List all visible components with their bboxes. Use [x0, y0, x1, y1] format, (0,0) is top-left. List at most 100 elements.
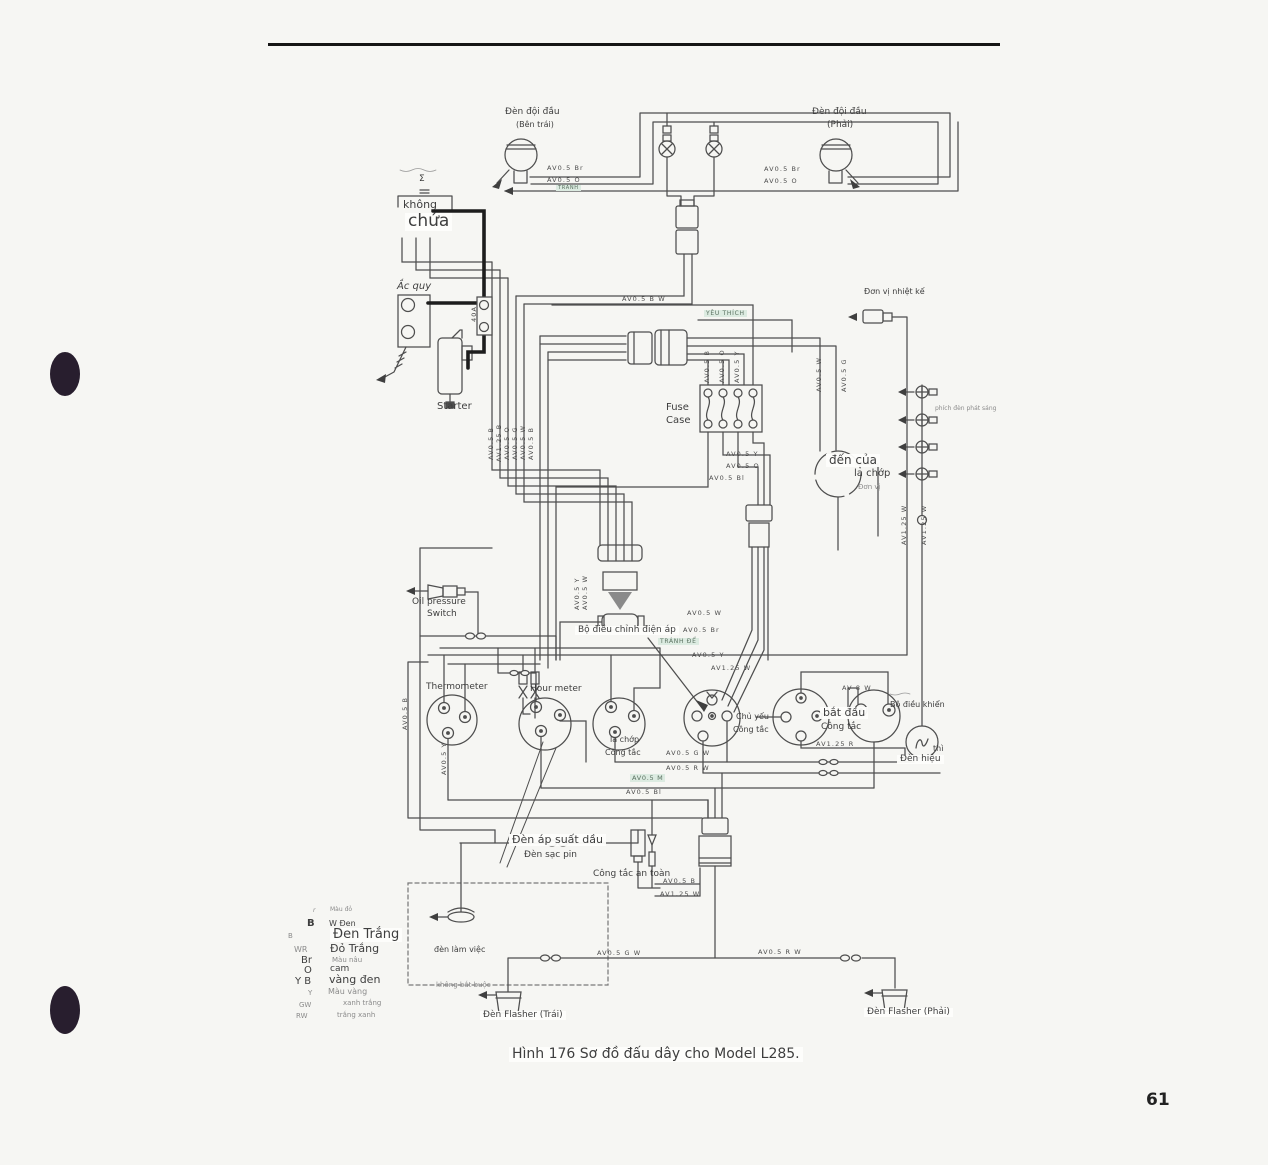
wire-label: AV0.5 O: [764, 177, 798, 185]
legend-code: B: [307, 918, 315, 929]
start-switch-line2: Công tắc: [821, 722, 862, 732]
legend-label: trắng xanh: [337, 1011, 376, 1019]
wire-label: AV0.5 G W: [666, 749, 711, 757]
top-rule: [268, 43, 1000, 46]
flasher-unit-line3: Đơn vị: [858, 483, 881, 491]
voltage-regulator-label: Bộ điều chỉnh điện áp: [575, 625, 679, 636]
legend-label: Màu nâu: [332, 956, 363, 964]
legend-label: Màu vàng: [328, 987, 368, 996]
legend-code: Y B: [295, 976, 312, 987]
wire-label: AV0.5 B: [703, 349, 711, 383]
flasher-right-label: Đèn Flasher (Phải): [864, 1007, 953, 1018]
start-switch-line1: bắt đầu: [820, 707, 869, 719]
main-switch-line2: Công tắc: [733, 725, 769, 734]
wire-label: AV0.5 Y: [733, 350, 741, 383]
legend-code: r: [313, 907, 316, 914]
wire-label: AV0.5 Bl: [626, 788, 662, 796]
scan-blob-bottom: [50, 986, 80, 1034]
main-switch-line1: Chủ yếu: [736, 712, 769, 721]
fuse-case-line2: Case: [666, 415, 691, 426]
wire-label: AV0.5 Y: [573, 577, 581, 610]
starter-label: Starter: [437, 401, 472, 412]
charge-lamp-label: Đèn sạc pin: [524, 850, 578, 860]
oil-pressure-switch-line1: Oil pressure: [412, 597, 466, 607]
wire-label: AV0.5 G: [511, 426, 519, 460]
legend-label: cam: [330, 964, 350, 974]
wire-label: AV0.5 Br: [547, 164, 584, 172]
no-charge-line2: chứa: [405, 212, 453, 231]
oil-pressure-switch-line2: Switch: [427, 609, 457, 619]
flasher-left-label: Đèn Flasher (Trái): [480, 1010, 566, 1021]
wire-label: AV0.5 Br: [764, 165, 801, 173]
wire-label: AV0.5 Y: [440, 742, 448, 775]
wire-label: AV0.5 G: [840, 358, 848, 392]
flasher-switch-line1: la chớp: [610, 735, 640, 744]
flasher-unit-line1: đến của: [826, 454, 880, 467]
wire-label: AV0.5 W: [519, 424, 527, 460]
wire-label: AV0.5 W: [815, 356, 823, 392]
wire-label: AV0.5 G W: [597, 949, 642, 957]
legend-code: B: [288, 932, 293, 940]
wire-label: AV0.5 Bl: [709, 474, 745, 482]
controller-label: Bộ điều khiển: [890, 700, 945, 709]
thermometer-label: Thermometer: [426, 682, 488, 692]
legend-label: Đỏ Trắng: [330, 942, 380, 955]
wire-label: TRÁNH: [556, 185, 581, 191]
legend-code: GW: [299, 1001, 312, 1009]
battery-label: Ắc quy: [397, 281, 432, 292]
wire-label: AV0.5 B: [487, 426, 495, 460]
wire-label: AV0.5 Y: [692, 651, 725, 659]
legend-code: O: [304, 965, 312, 976]
headlamp-right-sub: (Phải): [827, 120, 854, 130]
wire-label: AV0.5 R W: [758, 948, 802, 956]
glow-plugs-label: phích đèn phát sáng: [935, 405, 997, 412]
wire-label: AV0.5 O: [718, 349, 726, 383]
wire-label: AV1.25 W: [711, 664, 752, 672]
no-charge-line1: không: [403, 198, 438, 211]
legend-label: xanh trắng: [343, 999, 382, 1007]
legend-code: Y: [308, 989, 313, 997]
work-lamp-label: đèn làm việc: [434, 945, 486, 954]
legend-label: vàng đen: [329, 973, 381, 986]
wire-label: 40A: [470, 305, 478, 322]
headlamp-left-sub: (Bên trái): [516, 120, 554, 129]
wire-label: AV0.5 O: [726, 462, 760, 470]
sigma-symbol: Σ: [419, 174, 425, 184]
wire-label: AV 8 W: [842, 684, 872, 692]
figure-caption: Hình 176 Sơ đồ đấu dây cho Model L285.: [509, 1047, 803, 1062]
legend-code: WR: [294, 945, 308, 954]
wire-label: AV0.5 M: [630, 774, 666, 782]
fuse-case-line1: Fuse: [666, 402, 689, 413]
wire-label: YÊU THÍCH: [704, 310, 747, 317]
wire-label: AV1.25 W: [660, 890, 701, 898]
wire-label: AV0.5 Br: [683, 626, 720, 634]
wire-label: AV0.5 B: [663, 877, 697, 885]
wire-label: AV1.25 W: [900, 504, 908, 545]
wire-label: AV0.5 O: [547, 176, 581, 184]
legend-code: RW: [296, 1012, 308, 1020]
wire-label: AV0.5 B W: [622, 295, 666, 303]
signal-lamp-note: thì: [933, 744, 944, 753]
wire-label: AV1.25 B: [495, 423, 503, 462]
headlamp-left-label: Đèn đội đầu: [505, 107, 560, 117]
thermo-unit-label: Đơn vị nhiệt kế: [864, 287, 925, 296]
page-number: 61: [1146, 1090, 1170, 1110]
legend-code: Br: [301, 955, 312, 966]
wire-label: AV0.5 B: [527, 426, 535, 460]
signal-lamp-label: Đèn hiệu: [897, 754, 944, 765]
wire-label: TRÁNH ĐỂ: [658, 638, 699, 645]
flasher-unit-line2: la chớp: [854, 468, 891, 479]
legend-label: Đen Trắng: [330, 928, 403, 942]
flasher-switch-line2: Công tắc: [605, 748, 641, 757]
hour-meter-label: Hour meter: [530, 684, 582, 694]
work-lamp-note: không bắt buộc: [436, 981, 491, 989]
safety-switch-label: Công tắc an toàn: [593, 869, 671, 879]
headlamp-right-label: Đèn đội đầu: [812, 107, 867, 117]
wire-label: AV1.25 R: [816, 740, 855, 748]
legend-label: W Đen: [329, 919, 356, 928]
wire-label: AV0.5 W: [581, 574, 589, 610]
wire-label: AV0.5 W: [687, 609, 723, 617]
scan-blob-top: [50, 352, 80, 396]
